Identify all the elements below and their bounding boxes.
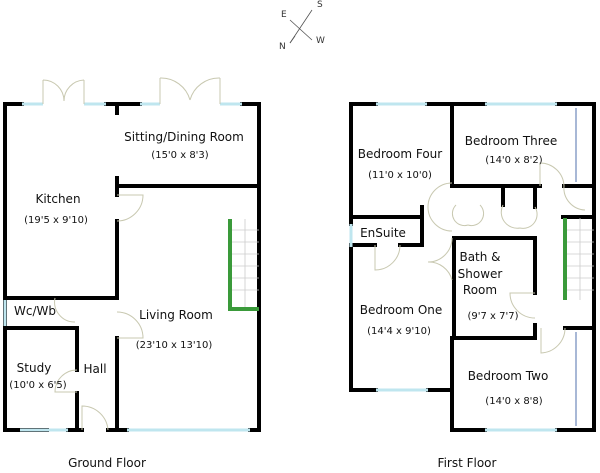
room-dims-bath: (9'7 x 7'7) [467, 311, 519, 322]
room-dims-study: (10'0 x 6'5) [9, 380, 67, 391]
room-label-living: Living Room [139, 308, 213, 322]
room-label-study: Study [16, 361, 52, 375]
room-dims-living: (23'10 x 13'10) [135, 340, 213, 351]
room-label-bedroom-two: Bedroom Two [467, 369, 549, 383]
room-label-bath-line2: Shower [457, 267, 503, 281]
room-label-ensuite: EnSuite [360, 226, 406, 240]
compass-n-label: N [279, 42, 286, 52]
room-dims-bedroom-one: (14'4 x 9'10) [367, 326, 431, 337]
compass-e-label: E [281, 10, 287, 20]
compass-s-label: S [317, 0, 323, 10]
room-label-hall: Hall [83, 362, 107, 376]
room-label-bedroom-three: Bedroom Three [464, 134, 558, 148]
room-label-bedroom-one: Bedroom One [359, 303, 443, 317]
room-dims-sitting-dining: (15'0 x 8'3) [151, 150, 209, 161]
room-dims-bedroom-two: (14'0 x 8'8) [485, 396, 543, 407]
room-label-bath-line3: Room [462, 283, 498, 297]
first-floor-title: First Floor [437, 456, 497, 470]
first-floor-walls [349, 102, 596, 432]
ground-floor-walls [3, 77, 261, 432]
compass-w-label: W [316, 36, 325, 46]
room-dims-kitchen: (19'5 x 9'10) [24, 215, 88, 226]
room-dims-bedroom-four: (11'0 x 10'0) [368, 170, 432, 181]
room-label-bath-line1: Bath & [459, 250, 501, 264]
room-label-bedroom-four: Bedroom Four [357, 147, 443, 161]
room-label-kitchen: Kitchen [35, 192, 81, 206]
ground-floor-title: Ground Floor [68, 456, 146, 470]
compass-icon [289, 9, 313, 44]
room-label-sitting-dining: Sitting/Dining Room [124, 130, 244, 144]
room-label-wc: Wc/Wb [14, 304, 56, 318]
room-dims-bedroom-three: (14'0 x 8'2) [485, 155, 543, 166]
staircase [228, 219, 259, 311]
